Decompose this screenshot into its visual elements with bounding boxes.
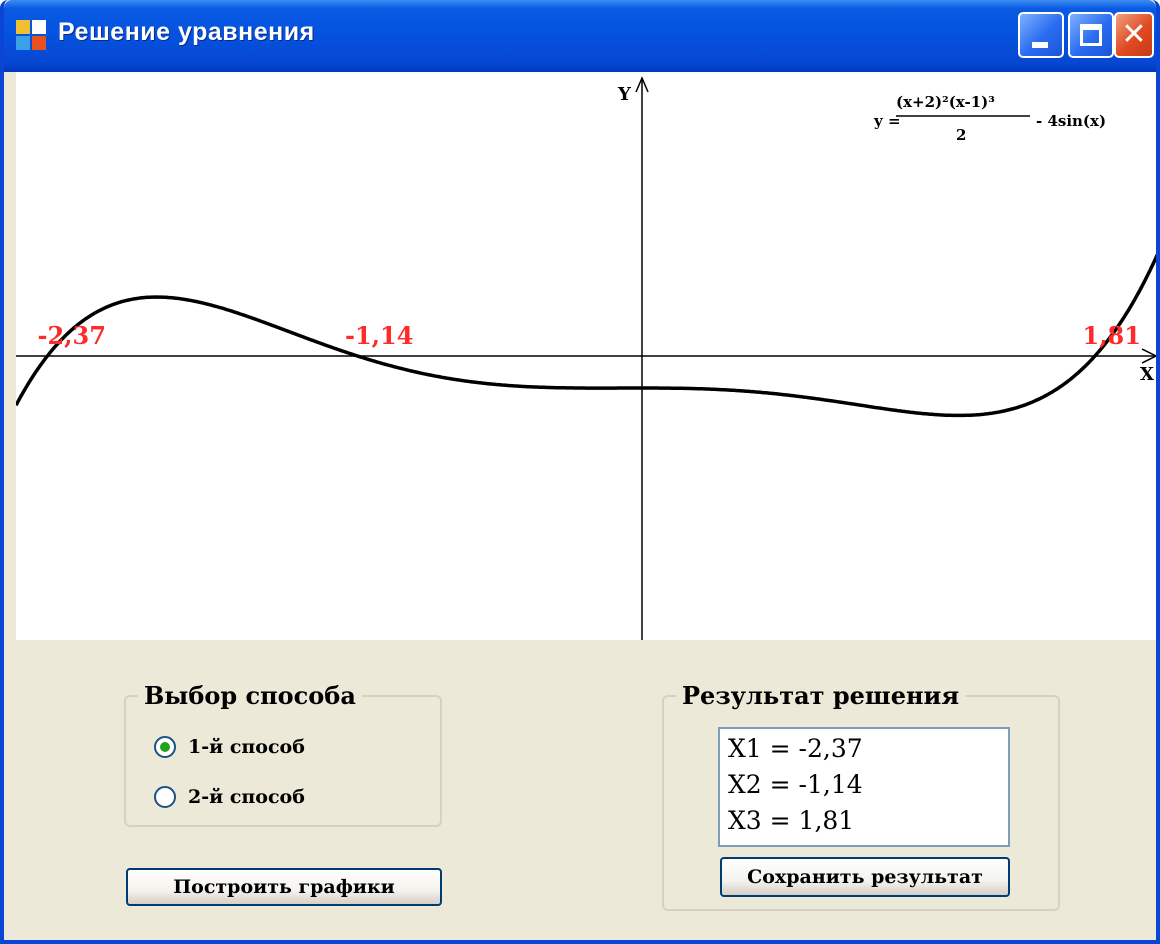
maximize-button[interactable] <box>1068 12 1114 58</box>
radio-method-1[interactable]: 1-й способ <box>154 736 305 758</box>
window-title: Решение уравнения <box>58 18 315 46</box>
app-icon[interactable] <box>16 20 46 50</box>
result-line-x2: X2 = -1,14 <box>728 770 863 799</box>
y-axis-label: Y <box>617 84 632 105</box>
title-bar[interactable]: Решение уравнения ✕ <box>4 0 1156 72</box>
root-labels: -2,37 -1,14 1,81 <box>38 321 1141 350</box>
maximize-icon <box>1080 24 1102 46</box>
formula-rhs: - 4sin(x) <box>1036 112 1106 130</box>
radio-method-1-label: 1-й способ <box>188 736 305 758</box>
close-button[interactable]: ✕ <box>1114 12 1154 58</box>
formula-lhs: y = <box>873 112 901 130</box>
save-result-button[interactable]: Сохранить результат <box>720 857 1010 897</box>
root-label: 1,81 <box>1083 321 1141 350</box>
radio-button-checked[interactable] <box>154 736 176 758</box>
root-label: -2,37 <box>38 321 106 350</box>
graph-area: X Y -2,37 -1,14 1,81 y = (x+2)²(x-1)³ 2 - … <box>14 72 1156 640</box>
result-line-x3: X3 = 1,81 <box>728 806 855 835</box>
radio-method-2[interactable]: 2-й способ <box>154 786 305 808</box>
radio-button-unchecked[interactable] <box>154 786 176 808</box>
function-curve <box>14 253 1156 418</box>
method-group-title: Выбор способа <box>138 682 362 710</box>
build-graphs-button[interactable]: Построить графики <box>126 868 442 906</box>
formula-numerator: (x+2)²(x-1)³ <box>896 93 995 111</box>
root-label: -1,14 <box>345 321 413 350</box>
formula-denominator: 2 <box>956 126 966 144</box>
y-axis-arrow <box>635 76 649 93</box>
x-axis-arrow <box>1141 348 1156 364</box>
minimize-button[interactable] <box>1018 12 1064 58</box>
close-icon: ✕ <box>1121 17 1147 52</box>
result-line-x1: X1 = -2,37 <box>728 734 863 763</box>
formula: y = (x+2)²(x-1)³ 2 - 4sin(x) <box>873 93 1106 144</box>
radio-method-2-label: 2-й способ <box>188 786 305 808</box>
result-group-title: Результат решения <box>676 682 966 710</box>
x-axis-label: X <box>1140 364 1154 385</box>
result-textbox[interactable]: X1 = -2,37 X2 = -1,14 X3 = 1,81 <box>718 727 1010 847</box>
function-graph: X Y -2,37 -1,14 1,81 y = (x+2)²(x-1)³ 2 - … <box>14 76 1156 640</box>
minimize-icon <box>1032 42 1048 48</box>
